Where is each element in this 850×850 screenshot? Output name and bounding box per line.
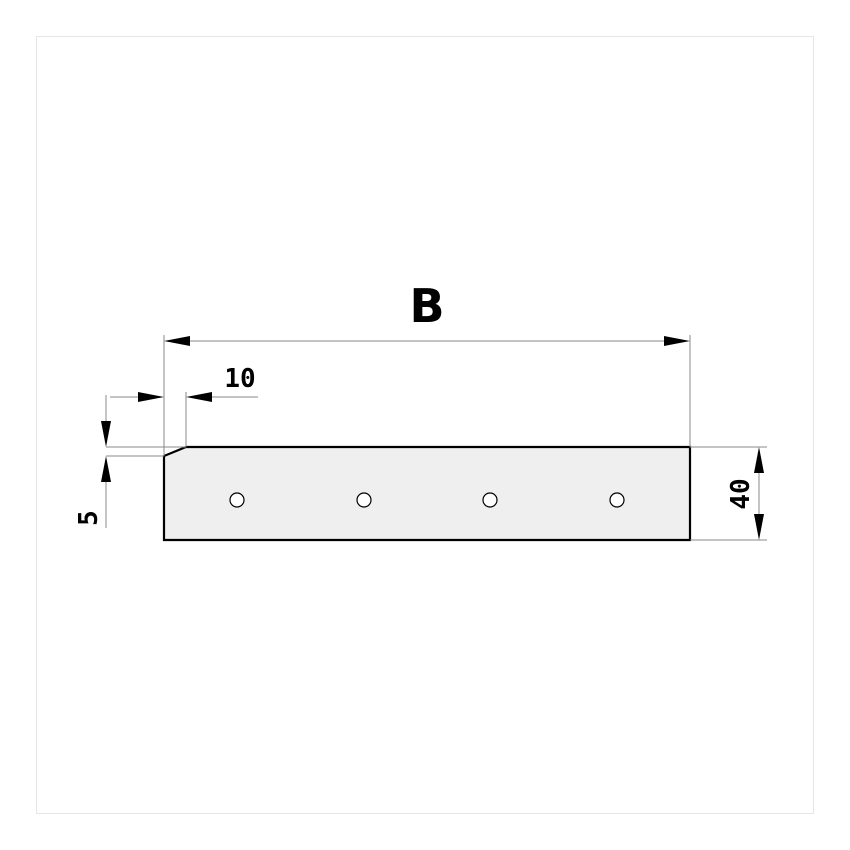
chamfer-length-dimension: 10 — [110, 364, 258, 447]
holes-group — [229, 492, 625, 508]
chamfer-length-label: 10 — [224, 364, 255, 394]
hole — [229, 492, 245, 508]
part-outline — [162, 445, 692, 542]
width-dimension: B — [163, 279, 691, 456]
arrowhead-height-top — [754, 447, 764, 473]
chamfer-height-dimension: 5 — [74, 395, 186, 528]
hole — [356, 492, 372, 508]
arrowhead-chamfer-height-top — [101, 421, 111, 447]
width-label: B — [409, 279, 444, 333]
arrowhead-height-bottom — [754, 514, 764, 540]
arrowhead-left — [164, 336, 190, 346]
hole — [609, 492, 625, 508]
chamfer-height-label: 5 — [74, 510, 104, 526]
arrowhead-chamfer-right — [186, 392, 212, 402]
arrowhead-chamfer-height-bottom — [101, 456, 111, 482]
arrowhead-right — [664, 336, 690, 346]
hole — [482, 492, 498, 508]
height-label: 40 — [726, 478, 756, 509]
arrowhead-chamfer-left — [138, 392, 164, 402]
height-dimension: 40 — [690, 446, 767, 541]
drawing-frame — [36, 36, 814, 814]
